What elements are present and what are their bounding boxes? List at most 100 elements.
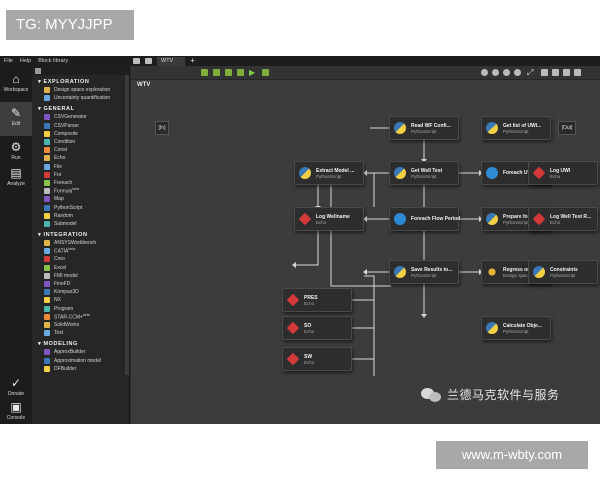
library-section-title[interactable]: ▾ EXPLORATION [32,75,129,86]
layout-icon[interactable] [225,69,232,76]
zoom-out-icon[interactable] [492,69,499,76]
rail-edit[interactable]: ✎ Edit [0,102,32,136]
node-type: Echo [304,328,315,334]
library-scrollbar[interactable] [125,75,129,375]
rail-donate[interactable]: ✓ Donate [7,376,25,397]
grid-toggle-icon[interactable] [552,69,559,76]
library-item[interactable]: CATIAbeta [32,247,129,255]
rail-analyze[interactable]: ▤ Analyze [7,166,25,187]
library-item[interactable]: Text [32,329,129,337]
echo-icon [286,293,300,307]
library-item[interactable]: Random [32,212,129,220]
library-item[interactable]: Design space exploration [32,86,129,94]
add-tab-button[interactable]: + [190,56,195,65]
output-port[interactable]: [Out] [558,121,576,135]
link [370,172,375,207]
fit-screen-icon[interactable]: ⤢ [527,68,534,77]
library-item[interactable]: Uncertainty quantification [32,94,129,102]
menu-block-library[interactable]: Block library [38,58,69,64]
library-item[interactable]: Condition [32,138,129,146]
tab-wtv[interactable]: WTV [157,56,186,66]
workflow-node[interactable]: Read WF Confi...PythonScript [389,116,459,140]
workflow-node[interactable]: Foreach Flow Period [389,207,460,231]
library-item[interactable]: DFBuilder [32,365,129,373]
arrow-head [292,262,296,268]
workflow-node[interactable]: Log Well Test R...Echo [528,207,598,231]
library-item[interactable]: NX [32,296,129,304]
library-item[interactable]: ApproxBuilder [32,348,129,356]
workflow-node[interactable]: Get list of UWI...PythonScript [481,116,551,140]
rail-workspace[interactable]: ⌂ Workspace [3,72,29,93]
node-type: Design space e... [503,272,538,278]
save-icon[interactable] [145,58,152,64]
library-section-title[interactable]: ▾ INTEGRATION [32,228,129,239]
check-icon[interactable] [201,69,208,76]
align-icon[interactable] [541,69,548,76]
library-item[interactable]: PythonScript [32,203,129,211]
workflow-node[interactable]: Calculate Obje...PythonScript [481,316,551,340]
library-item[interactable]: Kompas3D [32,288,129,296]
workflow-node[interactable]: Extract Model ...PythonScript [294,161,364,185]
snap-icon[interactable] [563,69,570,76]
library-item[interactable]: Creo [32,255,129,263]
node-name: Get list of UWI... [503,122,542,129]
settings-icon[interactable] [574,69,581,76]
zoom-reset-icon[interactable] [503,69,510,76]
library-item[interactable]: Formulabeta [32,187,129,195]
library-item[interactable]: Program [32,305,129,313]
library-item[interactable]: CSVParser [32,122,129,130]
copy-icon[interactable] [237,69,244,76]
block-icon [44,330,50,337]
library-item[interactable]: SolidWorks [32,321,129,329]
library-item[interactable]: Const [32,146,129,154]
run-icon[interactable]: ▶ [249,68,256,77]
node-name: Log Wellname [316,213,350,220]
library-item[interactable]: Approximation model [32,356,129,364]
library-item[interactable]: FineFD [32,280,129,288]
library-item[interactable]: Excel [32,264,129,272]
loop-icon [486,167,498,179]
library-item[interactable]: Composite [32,130,129,138]
library-item[interactable]: Submodel [32,220,129,228]
library-item[interactable]: Foreach [32,179,129,187]
node-type: PythonScript [503,328,529,334]
stop-icon[interactable] [262,69,269,76]
zoom-in-icon[interactable] [481,69,488,76]
library-item[interactable]: ANSYSWorkbench [32,239,129,247]
library-item[interactable]: File [32,163,129,171]
node-type: PythonScript [411,128,437,134]
folder-icon[interactable] [133,58,140,64]
menu-file[interactable]: File [4,58,13,64]
library-item[interactable]: For [32,171,129,179]
library-item[interactable]: STAR-CCM+beta [32,313,129,321]
zoom-fit-icon[interactable] [514,69,521,76]
section-title-text: EXPLORATION [43,79,90,85]
library-item[interactable]: CSVGenerator [32,113,129,121]
library-section-title[interactable]: ▾ MODELING [32,337,129,348]
input-port[interactable]: [In] [155,121,169,135]
library-item[interactable]: Map [32,195,129,203]
workflow-node[interactable]: Save Results to...PythonScript [389,260,459,284]
library-section-title[interactable]: ▾ GENERAL [32,102,129,113]
library-item-label: CSVGenerator [54,114,87,121]
library-item[interactable]: Echo [32,154,129,162]
menu-help[interactable]: Help [19,58,32,64]
workflow-canvas[interactable]: ▶ ⤢ WTV [In] [Out] [131,66,600,424]
rail-run[interactable]: ⚙ Run [10,140,22,161]
section-title-text: GENERAL [43,106,75,113]
library-item[interactable]: FMI model [32,272,129,280]
grid-icon[interactable] [213,69,220,76]
node-type: PythonScript [316,173,342,179]
top-left-banner: TG: MYYJJPP [6,10,134,40]
rail-console[interactable]: ▣ Console [6,400,26,421]
node-name: SW [304,353,313,360]
beta-badge: beta [82,312,90,317]
